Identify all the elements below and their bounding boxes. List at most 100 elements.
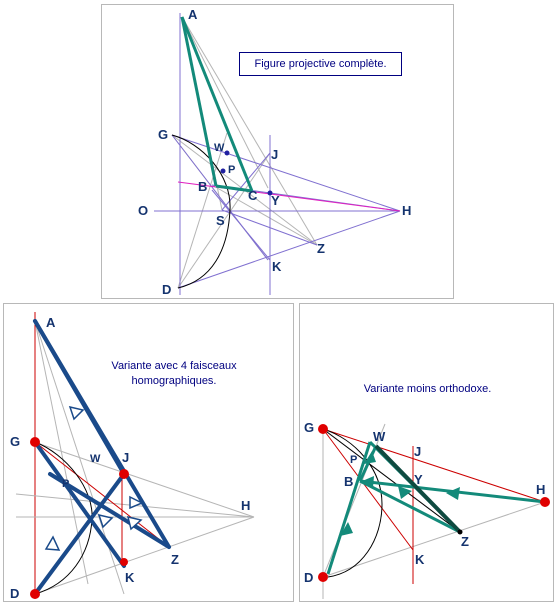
arrowhead-5 [398,486,412,499]
label-d: D [162,282,171,297]
point-g-dot [318,424,328,434]
point-j-dot [119,469,129,479]
point-k-dot [120,558,128,566]
label-p: P [228,164,235,176]
arrowhead-3 [360,476,374,488]
label-d: D [10,586,19,601]
point-y-dot [267,190,273,196]
label-h: H [402,203,411,218]
label-w: W [214,142,225,154]
point-p-dot [220,168,226,174]
label-j: J [122,450,129,465]
line-d-h [177,210,401,289]
arrowhead-3 [97,513,114,529]
caption-complete-figure: Figure projective complète. [239,52,402,76]
blue-pencil-lines [33,319,171,596]
line-g-h [171,134,401,212]
label-g: G [304,420,314,435]
grey-ray-d-h [322,501,546,578]
label-y: Y [414,472,423,487]
red-line-g-k [322,428,414,551]
label-h: H [241,498,250,513]
dark-line-w-z [374,444,462,534]
conic-arc [322,428,383,578]
grey-construction-lines [322,423,546,599]
teal-side-a-c [180,16,254,192]
panel-four-pencils: A G W J P H Z K D Variante avec 4 faisce… [3,303,294,602]
blue-line-p-z [48,472,171,549]
label-p: P [62,478,69,490]
projective-figure-drawing: A G W P J B C Y O S H Z K D [138,7,411,297]
label-a: A [46,315,56,330]
panel-less-orthodox: G W J P B Y H Z K D Variante moins ortho… [299,303,554,602]
arrowhead-5 [126,515,143,531]
blue-arrowheads [44,405,144,551]
conic-arc [171,134,231,289]
line-b-k [211,189,271,261]
grey-ray-3 [34,516,255,595]
arrowhead-2 [129,495,144,510]
label-z: Z [461,534,469,549]
point-w-dot [224,150,230,156]
line-a-z [181,16,318,246]
label-j: J [271,147,278,162]
four-pencils-drawing: A G W J P H Z K D [10,312,255,601]
caption-less-orthodox: Variante moins orthodoxe. [363,383,492,395]
teal-line-d-w [326,441,372,575]
red-line-g-h [322,428,546,503]
grey-ray-2 [33,441,255,518]
line-d-j [177,152,271,289]
label-p: P [350,454,357,466]
point-g-dot [30,437,40,447]
red-line-g-z [34,441,170,548]
arrowhead-1 [340,522,353,536]
teal-triangle [180,16,254,193]
label-c: C [248,188,258,203]
label-k: K [125,570,135,585]
label-o: O [138,203,148,218]
blue-line-g-k [33,440,126,568]
label-d: D [304,570,313,585]
line-s-j [221,152,271,211]
teal-line-b-z [359,479,461,534]
blue-line-d-j [33,472,126,596]
arrowhead-2 [364,451,376,464]
blue-line-a-z [33,319,171,549]
label-b: B [344,474,353,489]
point-h-dot [540,497,550,507]
point-d-dot [30,589,40,599]
caption-line-2: homographiques. [131,375,217,387]
label-h: H [536,482,545,497]
label-y: Y [271,193,280,208]
magenta-line [177,181,401,212]
label-w: W [373,429,386,444]
less-orthodox-drawing: G W J P B Y H Z K D [304,420,550,599]
teal-side-b-c [215,184,253,193]
line-s-z [221,209,318,246]
label-g: G [10,434,20,449]
teal-line-b-w [358,445,378,482]
label-k: K [272,259,282,274]
label-g: G [158,127,168,142]
label-z: Z [317,241,325,256]
teal-side-a-b [180,16,218,187]
label-k: K [415,552,425,567]
point-z-dot [457,529,463,535]
arrowhead-4 [44,535,61,551]
line-g-k-violet [171,134,269,261]
label-j: J [414,444,421,459]
arrowhead-4 [446,487,460,500]
label-b: B [198,179,207,194]
label-w: W [90,453,101,465]
teal-arrowheads [340,451,460,536]
grey-ray-4 [34,320,89,585]
label-a: A [188,7,198,22]
label-z: Z [171,552,179,567]
line-a-c-extended [181,16,269,189]
caption-four-pencils: Variante avec 4 faisceaux homographiques… [84,359,264,389]
point-d-dot [318,572,328,582]
arrowhead-1 [68,405,85,421]
caption-line-1: Variante avec 4 faisceaux [111,360,237,372]
black-line-g-z [322,428,461,533]
label-s: S [216,213,225,228]
